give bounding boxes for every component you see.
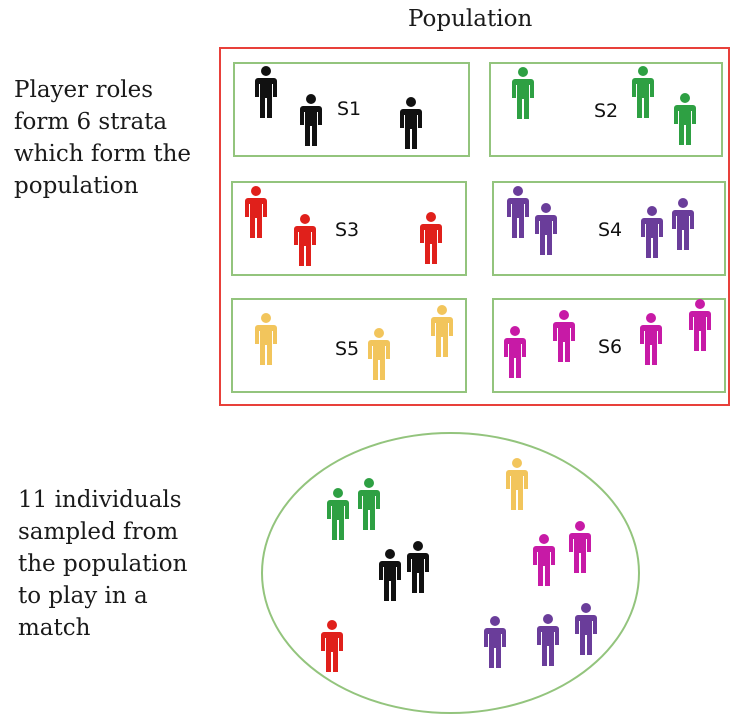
person-icon <box>420 212 442 264</box>
stratum-label-s1: S1 <box>337 98 362 120</box>
person-icon <box>368 328 390 380</box>
strata-description: Player roles form 6 strata which form th… <box>14 74 191 202</box>
person-icon <box>507 186 529 238</box>
population-box <box>219 47 730 406</box>
person-icon <box>400 97 422 149</box>
description-line: match <box>18 615 91 641</box>
description-line: population <box>14 173 139 199</box>
stratum-label-s4: S4 <box>598 219 623 241</box>
stratum-s5-box <box>231 298 467 393</box>
sample-person-icon <box>358 478 380 530</box>
person-icon <box>300 94 322 146</box>
sample-person-icon <box>575 603 597 655</box>
person-icon <box>689 299 711 351</box>
person-icon <box>294 214 316 266</box>
person-icon <box>672 198 694 250</box>
sample-person-icon <box>321 620 343 672</box>
person-icon <box>255 313 277 365</box>
stratum-label-s5: S5 <box>335 338 360 360</box>
description-line: the population <box>18 551 188 577</box>
description-line: to play in a <box>18 583 148 609</box>
sample-person-icon <box>327 488 349 540</box>
person-icon <box>674 93 696 145</box>
sample-description: 11 individuals sampled from the populati… <box>18 484 187 644</box>
stratum-label-s2: S2 <box>594 100 619 122</box>
person-icon <box>641 206 663 258</box>
stratum-s1-box <box>233 62 470 157</box>
description-line: sampled from <box>18 519 179 545</box>
person-icon <box>255 66 277 118</box>
description-line: Player roles <box>14 77 154 103</box>
person-icon <box>504 326 526 378</box>
person-icon <box>553 310 575 362</box>
sample-person-icon <box>407 541 429 593</box>
sample-person-icon <box>379 549 401 601</box>
sample-person-icon <box>537 614 559 666</box>
person-icon <box>632 66 654 118</box>
sample-person-icon <box>506 458 528 510</box>
diagram-title: Population <box>408 6 533 32</box>
sample-person-icon <box>569 521 591 573</box>
person-icon <box>431 305 453 357</box>
sample-ellipse <box>261 432 640 714</box>
person-icon <box>245 186 267 238</box>
description-line: which form the <box>14 141 192 167</box>
description-line: form 6 strata <box>14 109 168 135</box>
person-icon <box>512 67 534 119</box>
description-line: 11 individuals <box>18 487 182 513</box>
sample-person-icon <box>484 616 506 668</box>
stratum-label-s3: S3 <box>335 219 360 241</box>
stratum-s6-box <box>492 298 726 393</box>
stratum-label-s6: S6 <box>598 336 623 358</box>
person-icon <box>640 313 662 365</box>
sample-person-icon <box>533 534 555 586</box>
person-icon <box>535 203 557 255</box>
